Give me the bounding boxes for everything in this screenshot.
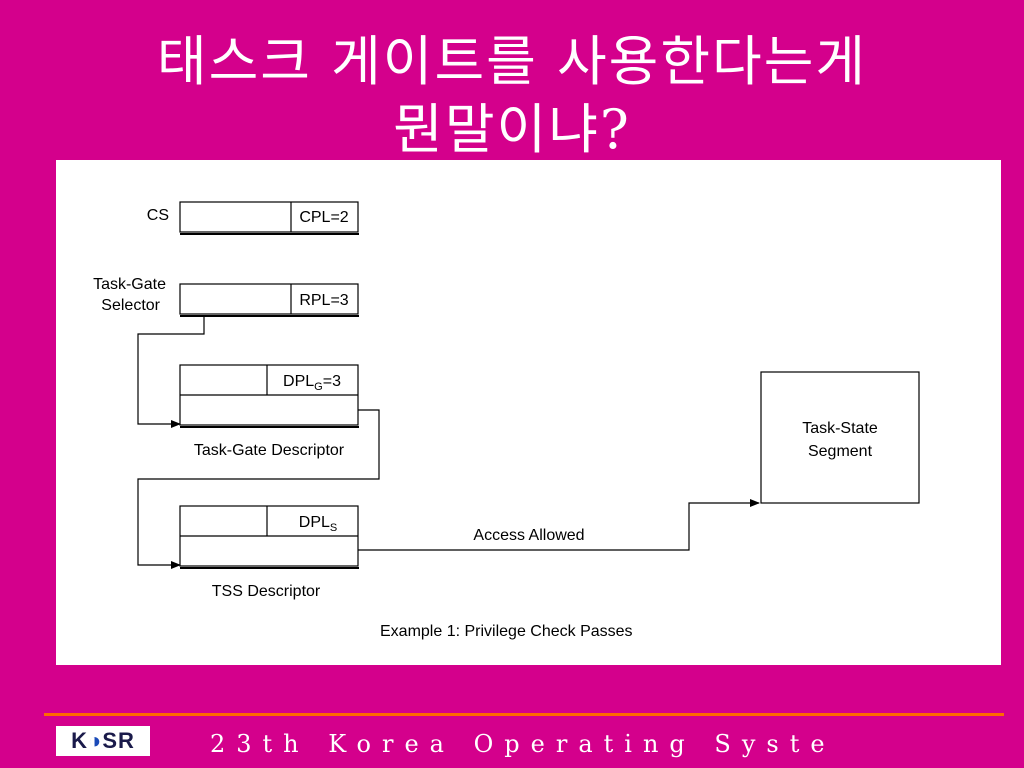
diagram-panel: CS CPL=2 Task-Gate Selector RPL=3 DPLG=3… xyxy=(56,160,1001,665)
footer-divider xyxy=(44,713,1004,716)
cs-label: CS xyxy=(147,207,169,224)
task-state-segment-box xyxy=(760,371,920,504)
access-allowed-label: Access Allowed xyxy=(473,527,584,544)
slide-title-line-2: 뭔말이냐? xyxy=(393,98,631,161)
cs-register-box xyxy=(179,201,359,233)
tss-descriptor-label: TSS Descriptor xyxy=(212,583,321,600)
task-gate-descriptor-label: Task-Gate Descriptor xyxy=(194,442,345,459)
kosr-logo: K◑SR xyxy=(56,726,150,756)
task-state-segment-label-line-1: Task-State xyxy=(802,420,878,437)
task-gate-selector-box xyxy=(179,283,359,315)
task-gate-selector-label-line-1: Task-Gate xyxy=(93,276,166,293)
cpl-field: CPL=2 xyxy=(299,209,348,226)
gate-to-tss-descriptor-arrow xyxy=(137,409,380,569)
privilege-check-diagram: CS CPL=2 Task-Gate Selector RPL=3 DPLG=3… xyxy=(93,201,920,640)
task-gate-selector-label-line-2: Selector xyxy=(101,297,160,314)
footer-conference-text: 23th Korea Operating Syste xyxy=(210,730,836,758)
selector-to-gate-arrow xyxy=(137,316,205,428)
figure-caption: Example 1: Privilege Check Passes xyxy=(380,623,633,640)
task-state-segment-label-line-2: Segment xyxy=(808,443,873,460)
dplg-field: DPLG=3 xyxy=(283,373,341,393)
access-allowed-arrow xyxy=(358,499,760,551)
rpl-field: RPL=3 xyxy=(299,292,348,309)
logo-mark-icon: ◑ xyxy=(88,728,103,753)
slide-title-line-1: 태스크 게이트를 사용한다는게 xyxy=(156,30,868,93)
slide-title: 태스크 게이트를 사용한다는게 뭔말이냐? xyxy=(0,28,1024,164)
dpls-field: DPLS xyxy=(299,514,337,534)
